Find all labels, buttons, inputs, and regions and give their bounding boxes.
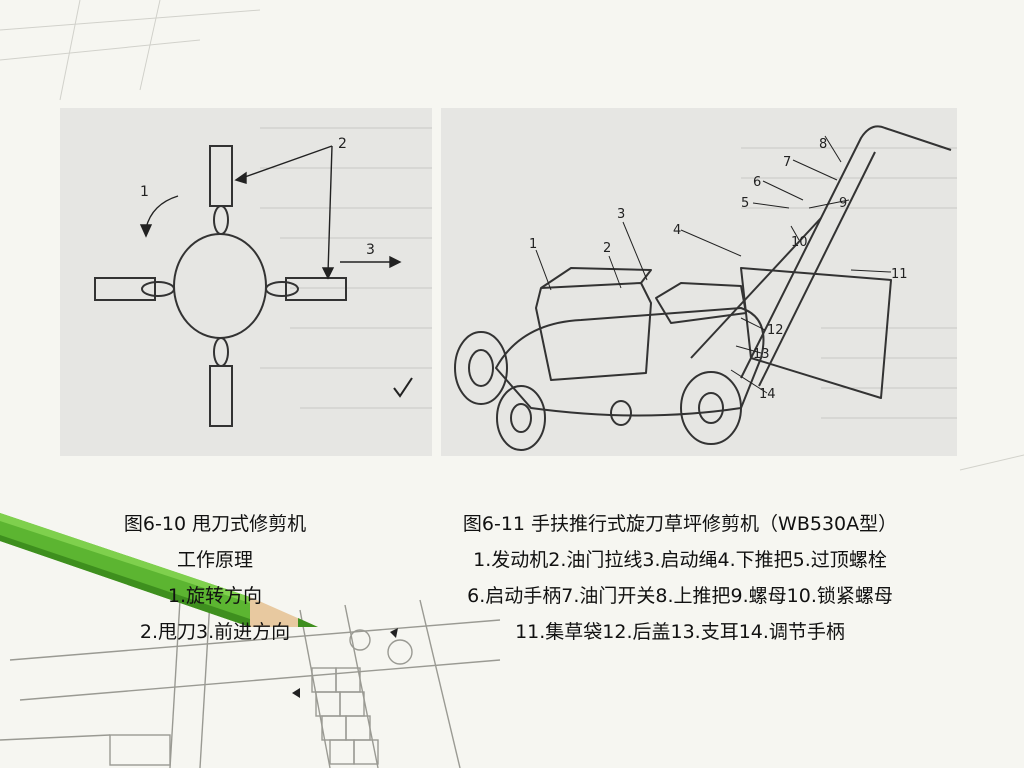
caption-left-subtitle: 工作原理 [176, 549, 253, 571]
lawn-mower-diagram: 1 2 3 4 5 6 7 8 9 10 11 12 13 14 [454, 125, 957, 451]
mower-label-2: 2 [603, 241, 611, 256]
mower-label-8: 8 [819, 137, 827, 152]
flail-mower-diagram: 1 2 3 [94, 127, 432, 427]
checkmark-icon [393, 377, 413, 398]
mower-label-4: 4 [673, 223, 681, 238]
caption-right-parts-2: 6.启动手柄7.油门开关8.上推把9.螺母10.锁紧螺母 [467, 585, 893, 607]
mower-label-3: 3 [617, 207, 625, 222]
caption-left-title: 图6-10 甩刀式修剪机 [123, 513, 307, 535]
figure-flail-mower-principle: 1 2 3 [60, 108, 432, 456]
mower-label-5: 5 [741, 196, 749, 211]
green-pencil-decoration [0, 513, 318, 627]
mower-label-6: 6 [753, 175, 761, 190]
caption-figure-6-11: 图6-11 手扶推行式旋刀草坪修剪机（WB530A型） 1.发动机2.油门拉线3… [380, 506, 980, 650]
label-3: 3 [366, 242, 375, 258]
caption-figure-6-10: 图6-10 甩刀式修剪机 工作原理 1.旋转方向 2.甩刀3.前进方向 [70, 506, 360, 650]
caption-left-item-1: 1.旋转方向 [167, 585, 263, 607]
caption-right-parts-3: 11.集草袋12.后盖13.支耳14.调节手柄 [515, 621, 845, 643]
caption-right-parts-1: 1.发动机2.油门拉线3.启动绳4.下推把5.过顶螺栓 [473, 549, 887, 571]
figure-push-lawn-mower: 1 2 3 4 5 6 7 8 9 10 11 12 13 14 [441, 108, 957, 456]
mower-label-13: 13 [753, 347, 770, 362]
mower-label-1: 1 [529, 237, 537, 252]
mower-label-9: 9 [839, 196, 847, 211]
mower-label-12: 12 [767, 323, 784, 338]
caption-right-title: 图6-11 手扶推行式旋刀草坪修剪机（WB530A型） [462, 513, 898, 535]
label-1: 1 [140, 184, 149, 200]
mower-label-11: 11 [891, 267, 908, 282]
caption-left-item-2: 2.甩刀3.前进方向 [139, 621, 291, 643]
mower-label-7: 7 [783, 155, 791, 170]
label-2: 2 [338, 136, 347, 152]
mower-label-10: 10 [791, 235, 808, 250]
mower-label-14: 14 [759, 387, 776, 402]
